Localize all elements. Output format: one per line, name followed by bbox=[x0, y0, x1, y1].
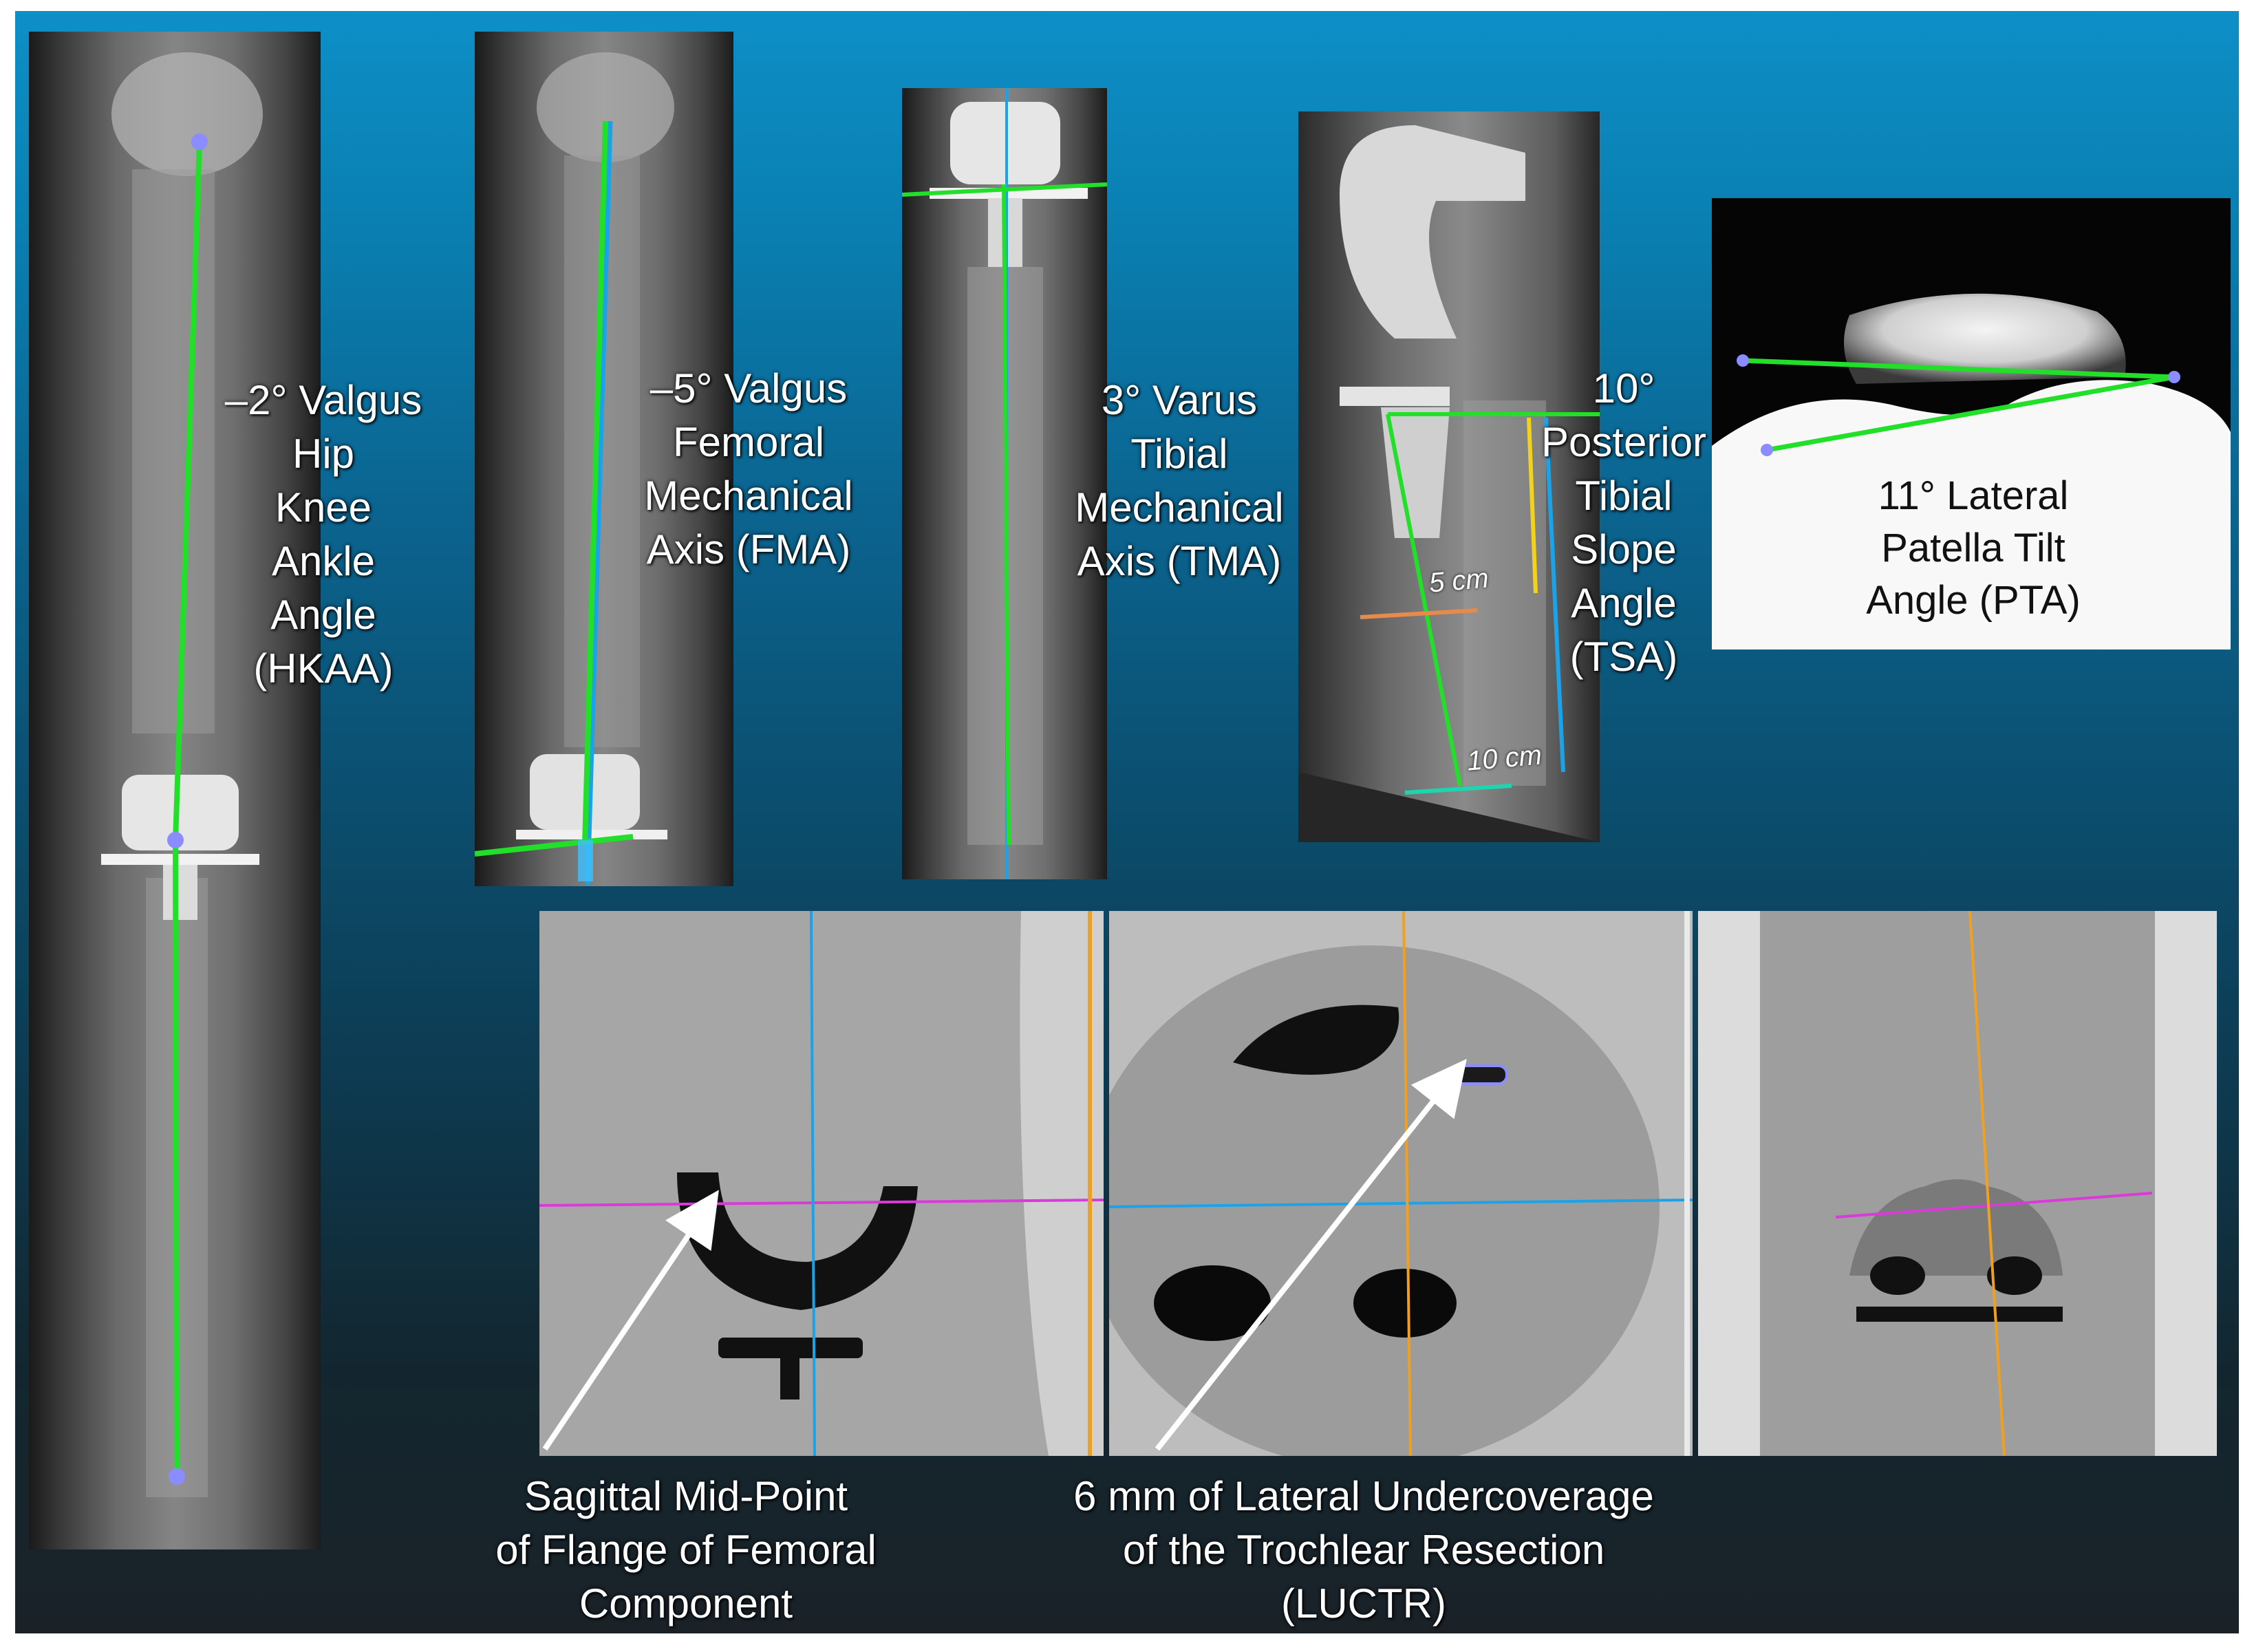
tma-label: 3° Varus Tibial Mechanical Axis (TMA) bbox=[1055, 374, 1303, 588]
blue-axis-line bbox=[1544, 417, 1565, 773]
femoral-mechanical-axis-line bbox=[582, 120, 608, 844]
tibial-axis-line bbox=[173, 839, 180, 1477]
hkaa-line-2: Hip bbox=[292, 431, 355, 477]
tma-line-4: Axis (TMA) bbox=[1077, 538, 1282, 584]
ct-sagittal-overlay bbox=[539, 911, 1104, 1456]
hkaa-line-3: Knee bbox=[275, 484, 372, 530]
figure-background: –2° Valgus Hip Knee Ankle Angle (HKAA) –… bbox=[15, 11, 2239, 1633]
tsa-label: 10° Posterior Tibial Slope Angle (TSA) bbox=[1521, 362, 1727, 684]
fma-line-2: Femoral bbox=[672, 419, 825, 465]
pta-point-3 bbox=[2168, 371, 2180, 383]
ct-sagittal-magenta-line bbox=[539, 1199, 1104, 1207]
flange-label: Sagittal Mid-Point of Flange of Femoral … bbox=[452, 1470, 920, 1631]
ct-sagittal-blue-line bbox=[810, 911, 816, 1456]
radiograph-patella-skyline: 11° Lateral Patella Tilt Angle (PTA) bbox=[1712, 198, 2231, 650]
tma-overlay bbox=[902, 88, 1107, 879]
radiograph-femur bbox=[475, 32, 733, 886]
fma-line-1: –5° Valgus bbox=[650, 365, 848, 411]
fma-label: –5° Valgus Femoral Mechanical Axis (FMA) bbox=[618, 362, 879, 577]
tsa-tibial-axis-line bbox=[1386, 414, 1462, 786]
luctr-line-1: 6 mm of Lateral Undercoverage bbox=[1073, 1473, 1654, 1519]
ct-sagittal-view bbox=[539, 911, 1104, 1456]
luctr-line-2: of the Trochlear Resection bbox=[1122, 1527, 1605, 1573]
fma-overlay bbox=[475, 52, 674, 886]
measure-10cm-text: 10 cm bbox=[1466, 740, 1543, 777]
tma-line-2: Tibial bbox=[1130, 431, 1228, 477]
pta-patella-line bbox=[1742, 358, 2175, 380]
tsa-overlay bbox=[1298, 125, 1600, 842]
femoral-joint-line bbox=[475, 834, 634, 857]
flange-line-1: Sagittal Mid-Point bbox=[524, 1473, 848, 1519]
ct-coronal-orange-line bbox=[1968, 911, 2006, 1456]
luctr-line-3: (LUCTR) bbox=[1281, 1580, 1446, 1627]
flange-line-3: Component bbox=[579, 1580, 793, 1627]
pta-point-2 bbox=[1761, 444, 1773, 456]
hkaa-label: –2° Valgus Hip Knee Ankle Angle (HKAA) bbox=[193, 374, 454, 696]
tibial-mechanical-axis-line bbox=[1002, 184, 1011, 846]
knee-center-point bbox=[167, 832, 184, 848]
ankle-center-point bbox=[169, 1468, 185, 1485]
measure-10cm-line bbox=[1404, 784, 1512, 795]
femoral-axis-line bbox=[173, 141, 202, 841]
tsa-line-6: (TSA) bbox=[1569, 634, 1678, 680]
measure-5cm-text: 5 cm bbox=[1428, 563, 1490, 599]
pta-label: 11° Lateral Patella Tilt Angle (PTA) bbox=[1815, 470, 2132, 627]
fma-line-4: Axis (FMA) bbox=[646, 526, 851, 572]
pta-line-2: Patella Tilt bbox=[1881, 526, 2065, 570]
hkaa-overlay bbox=[101, 52, 263, 1497]
femoral-anatomic-line bbox=[585, 120, 613, 886]
tsa-line-2: Posterior bbox=[1541, 419, 1707, 465]
pta-overlay bbox=[1712, 293, 2231, 650]
hkaa-line-1: –2° Valgus bbox=[224, 377, 422, 423]
hkaa-line-4: Ankle bbox=[271, 538, 376, 584]
hkaa-line-6: (HKAA) bbox=[253, 645, 394, 691]
hkaa-line-5: Angle bbox=[270, 592, 376, 638]
tma-line-1: 3° Varus bbox=[1101, 377, 1258, 423]
hip-center-point bbox=[191, 133, 208, 150]
fma-line-3: Mechanical bbox=[644, 473, 853, 519]
tsa-line-4: Slope bbox=[1571, 526, 1677, 572]
flange-line-2: of Flange of Femoral bbox=[495, 1527, 877, 1573]
radiograph-lateral-knee: 5 cm 10 cm bbox=[1298, 111, 1600, 842]
pta-point-1 bbox=[1737, 354, 1749, 367]
ct-axial-view bbox=[1109, 911, 1693, 1456]
tsa-line-5: Angle bbox=[1571, 580, 1677, 626]
ct-coronal-view bbox=[1698, 911, 2217, 1456]
pta-line-1: 11° Lateral bbox=[1878, 473, 2069, 518]
pta-line-3: Angle (PTA) bbox=[1866, 578, 2081, 623]
tsa-line-1: 10° bbox=[1592, 365, 1655, 411]
ct-coronal-magenta-line bbox=[1835, 1192, 2153, 1219]
tma-line-3: Mechanical bbox=[1075, 484, 1284, 530]
luctr-label: 6 mm of Lateral Undercoverage of the Tro… bbox=[1033, 1470, 1694, 1631]
measure-5cm-line bbox=[1360, 608, 1478, 619]
radiograph-full-leg bbox=[29, 32, 321, 1549]
ct-axial-overlay bbox=[1109, 911, 1693, 1456]
yellow-axis-line bbox=[1527, 417, 1538, 594]
radiograph-tibia bbox=[902, 88, 1107, 879]
luctr-marker bbox=[1450, 1064, 1508, 1085]
ct-coronal-overlay bbox=[1698, 911, 2217, 1456]
tsa-line-3: Tibial bbox=[1575, 473, 1673, 519]
pta-condylar-line bbox=[1766, 374, 2175, 453]
